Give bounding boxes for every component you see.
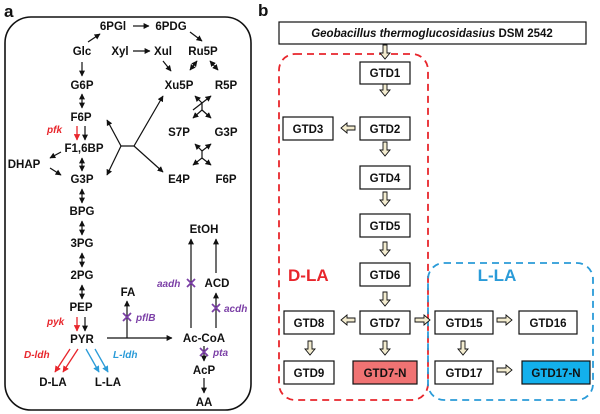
metabolite-etoh: EtOH xyxy=(190,224,219,236)
metabolite-pyr: PYR xyxy=(70,334,94,346)
knockout-aadh-icon xyxy=(186,278,196,288)
strain-gtd7: GTD7 xyxy=(359,310,411,335)
metabolite-aa: AA xyxy=(196,397,213,409)
pathway-arrows xyxy=(49,23,219,394)
strain-gtd3: GTD3 xyxy=(282,116,334,141)
metabolite-6pdg: 6PDG xyxy=(155,21,186,33)
arrow-down xyxy=(379,340,391,356)
metabolite-ac-coa: Ac-CoA xyxy=(183,333,225,345)
red-arrows xyxy=(54,126,81,373)
strain-gtd17: GTD17 xyxy=(434,360,494,385)
enzyme-aadh: aadh xyxy=(157,279,180,290)
strain-gtd8: GTD8 xyxy=(283,310,335,335)
l-la-group-region xyxy=(427,262,594,401)
metabolite-fa: FA xyxy=(121,287,136,299)
metabolite-ru5p: Ru5P xyxy=(188,46,218,58)
svg-text:GTD4: GTD4 xyxy=(370,173,401,185)
metabolite-xul: Xul xyxy=(154,46,172,58)
strain-gtd4: GTD4 xyxy=(359,165,411,190)
svg-text:GTD17-N: GTD17-N xyxy=(531,368,580,380)
d-la-group-label: D-LA xyxy=(288,266,329,285)
strain-gtd7-n: GTD7-N xyxy=(352,360,418,385)
metabolite-bpg: BPG xyxy=(70,206,95,218)
strain-gtd5: GTD5 xyxy=(359,213,411,238)
metabolite-d-la: D-LA xyxy=(39,377,66,389)
knockout-acdh-icon xyxy=(211,303,221,313)
arrow-left xyxy=(340,314,356,326)
svg-text:GTD9: GTD9 xyxy=(294,368,325,380)
strain-gtd9: GTD9 xyxy=(283,360,335,385)
metabolite-r5p: R5P xyxy=(215,80,238,92)
knockout-pta-icon xyxy=(199,347,209,357)
enzyme-pflb: pflB xyxy=(135,313,155,324)
l-la-group-label: L-LA xyxy=(478,266,517,285)
metabolite-6pgl: 6PGl xyxy=(100,21,126,33)
metabolite-3pg: 3PG xyxy=(70,238,93,250)
metabolite-f6p-ppp: F6P xyxy=(215,174,236,186)
metabolite-glc: Glc xyxy=(73,46,92,58)
parent-strain-box xyxy=(278,21,587,45)
metabolite-xyl: Xyl xyxy=(111,46,128,58)
enzyme-acdh: acdh xyxy=(224,304,247,315)
strain-gtd16: GTD16 xyxy=(518,310,578,335)
knockout-pflb-icon xyxy=(122,312,132,322)
strain-gtd6: GTD6 xyxy=(359,262,411,287)
arrow-right xyxy=(496,364,513,376)
svg-text:GTD5: GTD5 xyxy=(370,221,401,233)
blue-arrows xyxy=(85,348,109,373)
lineage-arrows xyxy=(304,44,513,376)
metabolite-g6p: G6P xyxy=(70,80,93,92)
arrow-left xyxy=(340,122,356,134)
arrow-down xyxy=(379,241,391,257)
arrow-down xyxy=(379,44,391,60)
metabolite-xu5p: Xu5P xyxy=(165,80,194,92)
strain-gtd15: GTD15 xyxy=(434,310,494,335)
enzyme-d-ldh: D-ldh xyxy=(24,350,50,361)
arrow-down xyxy=(379,191,391,207)
enzyme-pfk: pfk xyxy=(46,125,62,136)
metabolite-pep: PEP xyxy=(69,302,92,314)
metabolite-2pg: 2PG xyxy=(70,270,93,282)
svg-text:GTD2: GTD2 xyxy=(370,124,401,136)
strain-gtd1: GTD1 xyxy=(359,61,411,85)
metabolite-acd: ACD xyxy=(205,278,230,290)
svg-text:GTD3: GTD3 xyxy=(293,124,324,136)
svg-text:GTD8: GTD8 xyxy=(294,318,325,330)
arrow-down xyxy=(379,291,391,307)
metabolite-g3p: G3P xyxy=(70,174,93,186)
svg-text:GTD15: GTD15 xyxy=(445,318,483,330)
strain-gtd17-n: GTD17-N xyxy=(521,360,591,385)
panel-b-label: b xyxy=(258,1,268,20)
metabolite-f16bp: F1,6BP xyxy=(65,143,104,155)
metabolite-e4p: E4P xyxy=(168,174,190,186)
panel-a: a 6PGl 6PDG Glc Xyl Xul Ru5P G6P Xu5P R5… xyxy=(4,2,252,411)
enzyme-pyk: pyk xyxy=(46,317,65,328)
panel-a-label: a xyxy=(4,2,14,21)
strain-gtd2: GTD2 xyxy=(359,116,411,141)
arrow-down xyxy=(457,340,469,356)
metabolite-acp: AcP xyxy=(193,365,216,377)
svg-text:GTD7: GTD7 xyxy=(370,318,401,330)
cell-boundary xyxy=(4,16,252,411)
svg-text:GTD7-N: GTD7-N xyxy=(364,368,407,380)
metabolite-dhap: DHAP xyxy=(8,159,41,171)
arrow-right xyxy=(414,314,431,326)
svg-text:GTD6: GTD6 xyxy=(370,270,401,282)
metabolite-f6p: F6P xyxy=(70,112,91,124)
arrow-down xyxy=(304,340,316,356)
svg-text:GTD17: GTD17 xyxy=(445,368,482,380)
metabolite-l-la: L-LA xyxy=(95,377,121,389)
enzyme-l-ldh: L-ldh xyxy=(113,350,137,361)
arrow-down xyxy=(379,141,391,157)
svg-text:GTD16: GTD16 xyxy=(529,318,566,330)
panel-b: b Geobacillus thermoglucosidasius DSM 25… xyxy=(258,1,594,401)
knockout-marks xyxy=(122,278,221,357)
enzyme-pta: pta xyxy=(212,348,228,359)
svg-text:GTD1: GTD1 xyxy=(370,68,401,80)
metabolite-s7p: S7P xyxy=(168,127,190,139)
metabolite-g3p-ppp: G3P xyxy=(214,127,237,139)
arrow-right xyxy=(496,314,513,326)
parent-strain-label: Geobacillus thermoglucosidasius DSM 2542 xyxy=(311,28,553,40)
